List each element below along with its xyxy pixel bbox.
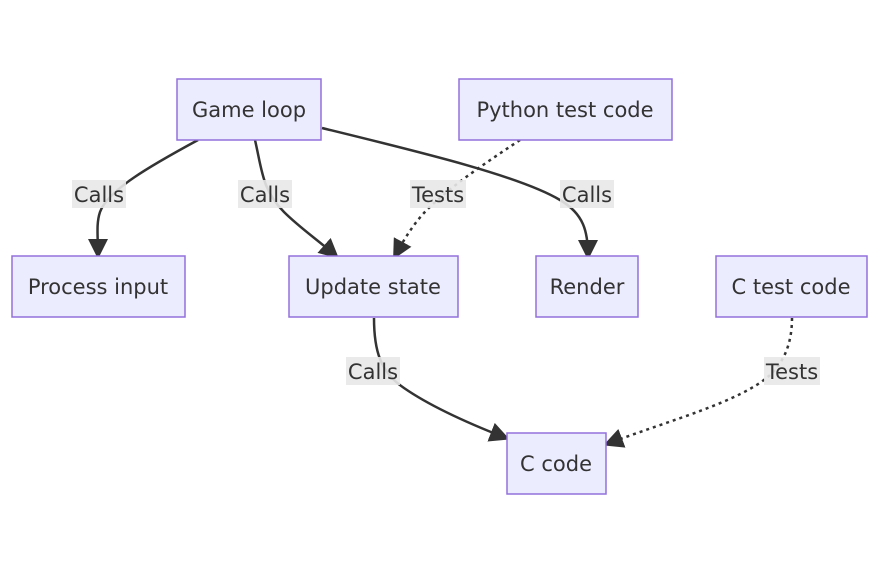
node-update-state: Update state xyxy=(288,255,459,318)
edge-label-tests: Tests xyxy=(410,180,466,208)
edge-game-loop-to-render xyxy=(321,126,598,260)
edge-label-text: Tests xyxy=(765,360,818,384)
edge-label-calls: Calls xyxy=(560,180,614,208)
node-python-test-code: Python test code xyxy=(458,78,673,141)
node-label: C test code xyxy=(732,275,851,299)
node-label: Render xyxy=(550,275,625,299)
edge-label-calls: Calls xyxy=(346,357,400,385)
node-process-input: Process input xyxy=(11,255,186,318)
edge-label-text: Calls xyxy=(240,183,290,207)
edge-update-state-to-c-code xyxy=(372,317,510,442)
node-render: Render xyxy=(535,255,639,318)
edge-label-calls: Calls xyxy=(238,180,292,208)
node-label: C code xyxy=(520,452,592,476)
edge-label-text: Calls xyxy=(74,183,124,207)
node-label: Process input xyxy=(28,275,168,299)
node-label: Game loop xyxy=(192,98,306,122)
node-c-test-code: C test code xyxy=(715,255,868,318)
edge-label-calls: Calls xyxy=(72,180,126,208)
edge-label-tests: Tests xyxy=(764,357,820,385)
edge-label-text: Tests xyxy=(411,183,464,207)
edge-c-test-to-c-code xyxy=(603,317,794,448)
edge-game-loop-to-update-state xyxy=(253,139,339,259)
node-label: Update state xyxy=(305,275,441,299)
node-label: Python test code xyxy=(476,98,653,122)
node-c-code: C code xyxy=(506,432,607,495)
node-game-loop: Game loop xyxy=(176,78,322,141)
edge-label-text: Calls xyxy=(562,183,612,207)
edge-label-text: Calls xyxy=(348,360,398,384)
